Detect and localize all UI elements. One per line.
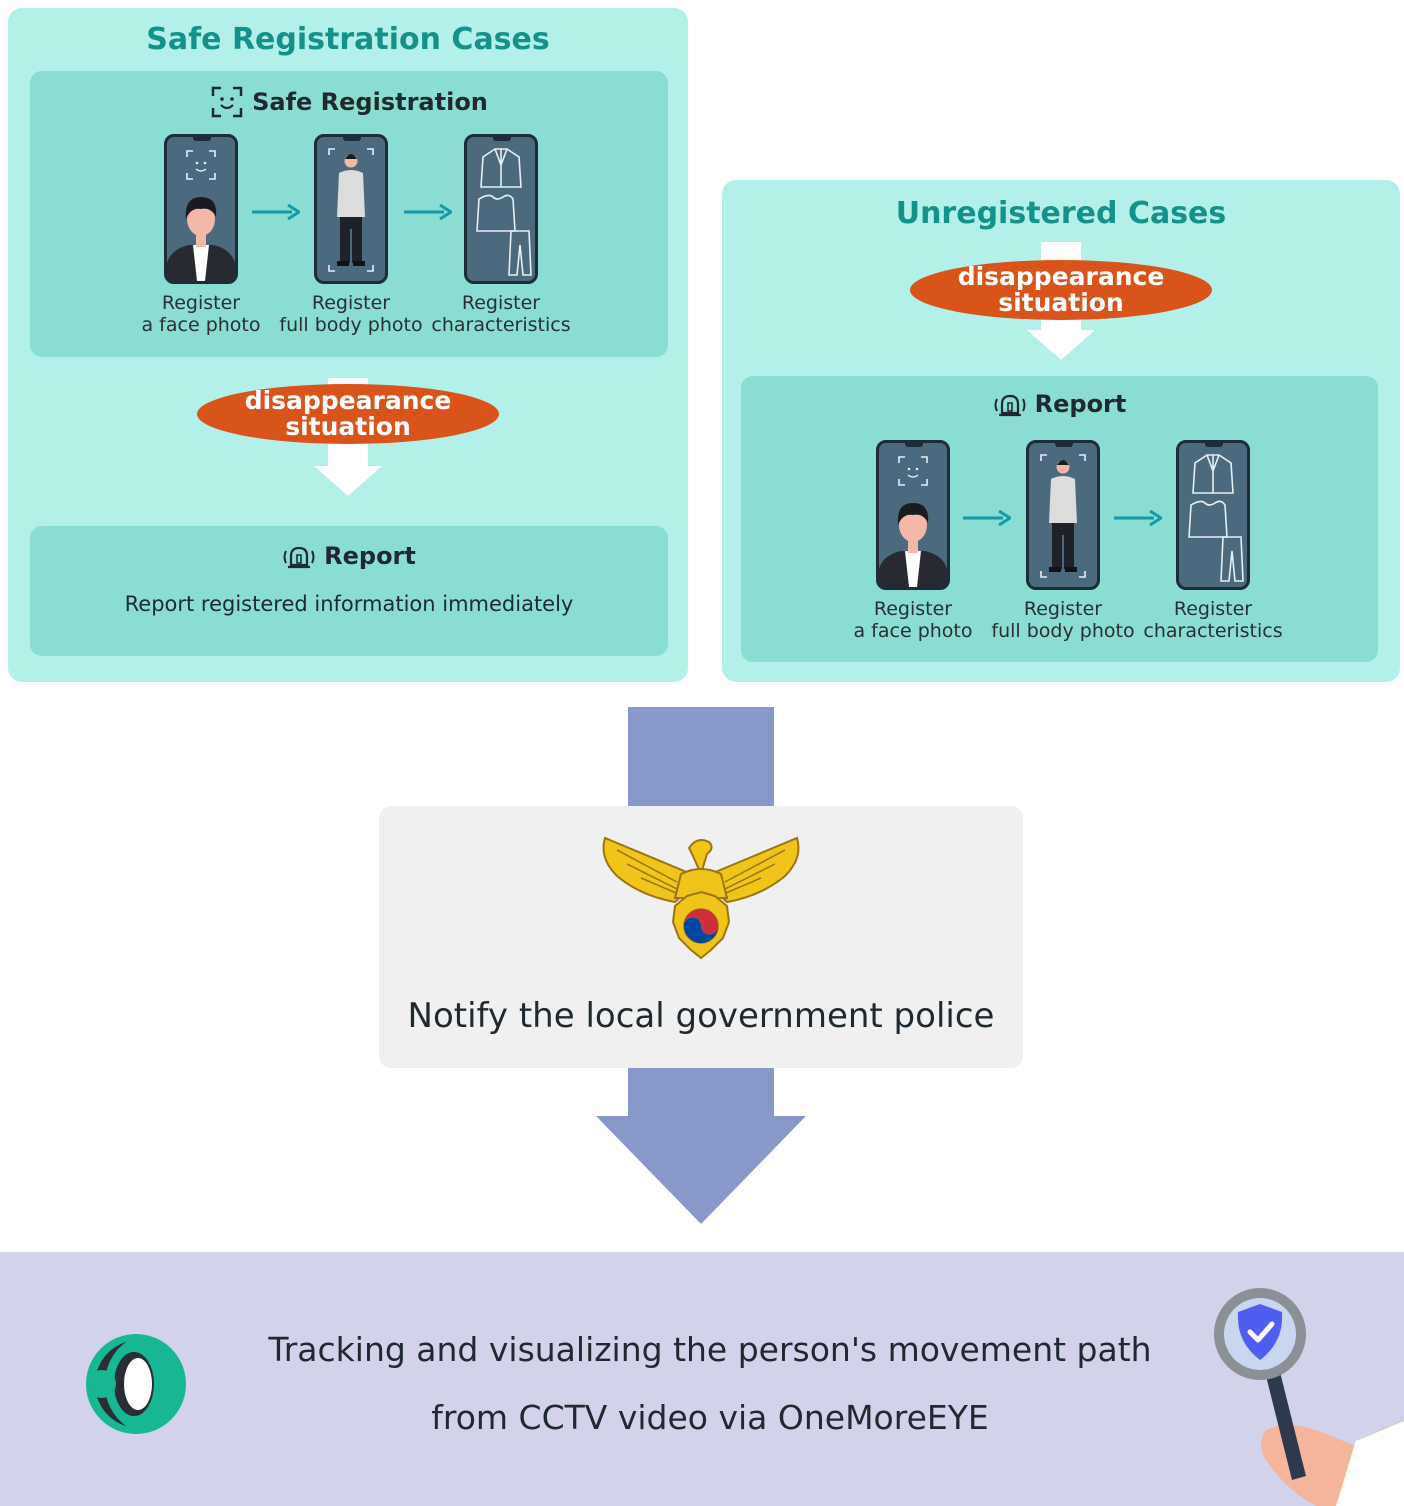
tracking-text-line-2: from CCTV video via OneMoreEYE: [431, 1398, 989, 1437]
safe-report-text: Report registered information immediatel…: [124, 592, 574, 616]
step-char-label-1: Register: [461, 292, 541, 314]
tracking-band: Tracking and visualizing the person's mo…: [0, 1252, 1404, 1506]
unregistered-title: Unregistered Cases: [895, 196, 1227, 231]
phone-full-body-icon: [314, 134, 388, 284]
arrow-right-icon: [404, 204, 452, 220]
step-face-label-2: a face photo: [141, 314, 261, 336]
step-char-label-1: Register: [1173, 598, 1253, 620]
phone-face-icon: [164, 134, 238, 284]
step-face-label-2: a face photo: [853, 620, 973, 642]
safe-report-card: Report Report registered information imm…: [30, 526, 668, 656]
unregistered-report-header: Report: [741, 390, 1378, 418]
phone-clothing-icon: [1176, 440, 1250, 590]
safe-report-title: Report: [324, 542, 416, 570]
step-face-label-1: Register: [873, 598, 953, 620]
step-body-label-1: Register: [1023, 598, 1103, 620]
step-char-label-2: characteristics: [1143, 620, 1283, 642]
situation-line-2: situation: [998, 288, 1124, 317]
police-notify-box: Notify the local government police: [379, 806, 1023, 1068]
magnifier-check-icon: [1214, 1288, 1404, 1506]
safe-registration-card-title: Safe Registration: [252, 88, 488, 116]
safe-registration-title: Safe Registration Cases: [146, 22, 550, 57]
step-face-photo: Register a face photo: [838, 440, 988, 642]
situation-line-1: disappearance: [244, 386, 452, 415]
safe-registration-card: Safe Registration Register a fac: [30, 71, 668, 357]
phone-full-body-icon: [1026, 440, 1100, 590]
step-body-label-2: full body photo: [991, 620, 1135, 642]
step-characteristics: Register characteristics: [1138, 440, 1288, 642]
unregistered-report-title: Report: [1034, 390, 1127, 418]
step-full-body-photo: Register full body photo: [276, 134, 426, 336]
flow-arrow-shaft-top: [628, 707, 774, 807]
siren-icon: [993, 391, 1027, 417]
step-face-label-1: Register: [161, 292, 241, 314]
situation-line-1: disappearance: [957, 262, 1165, 291]
arrow-right-icon: [252, 204, 300, 220]
safe-registration-card-header: Safe Registration: [30, 85, 668, 119]
police-eagle-emblem-icon: [602, 836, 800, 960]
police-notify-text: Notify the local government police: [407, 996, 995, 1036]
disappearance-situation-oval: disappearance situation: [910, 260, 1212, 320]
step-face-photo: Register a face photo: [126, 134, 276, 336]
onemoreeye-logo-icon: [86, 1334, 186, 1434]
disappearance-situation-oval: disappearance situation: [197, 384, 499, 444]
safe-registration-panel: Safe Registration Cases Safe Registratio…: [8, 8, 688, 682]
step-full-body-photo: Register full body photo: [988, 440, 1138, 642]
flow-arrow-shaft-bottom: [628, 1068, 774, 1120]
step-body-label-2: full body photo: [279, 314, 423, 336]
phone-clothing-icon: [464, 134, 538, 284]
siren-icon: [282, 543, 316, 569]
phone-face-icon: [876, 440, 950, 590]
flow-arrow-head: [596, 1116, 806, 1224]
arrow-right-icon: [1114, 510, 1162, 526]
face-scan-icon: [210, 85, 244, 119]
tracking-text-line-1: Tracking and visualizing the person's mo…: [268, 1330, 1152, 1369]
arrow-right-icon: [963, 510, 1011, 526]
unregistered-panel: Unregistered Cases disappearance situati…: [722, 180, 1400, 682]
safe-report-header: Report: [30, 542, 668, 570]
step-char-label-2: characteristics: [431, 314, 571, 336]
step-characteristics: Register characteristics: [426, 134, 576, 336]
situation-line-2: situation: [285, 412, 411, 441]
step-body-label-1: Register: [311, 292, 391, 314]
unregistered-report-card: Report Register a face photo: [741, 376, 1378, 662]
